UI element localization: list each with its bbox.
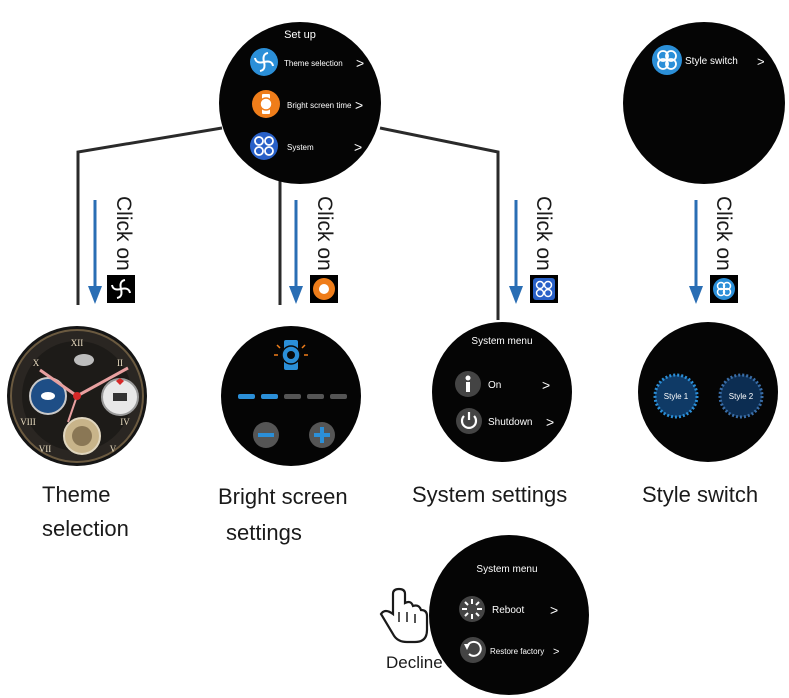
- chevron-right-icon: >: [356, 55, 364, 71]
- menu-item-shutdown[interactable]: Shutdown >: [456, 408, 554, 434]
- fan-icon: [107, 275, 135, 303]
- caption-system: System settings: [412, 482, 567, 507]
- brightness-level-bar[interactable]: [238, 394, 347, 399]
- circles-icon: [710, 275, 738, 303]
- captions: Theme selection Bright screen settings S…: [42, 482, 758, 545]
- chevron-right-icon: >: [542, 377, 550, 393]
- top-watch: Set up Theme selection > Bright screen t…: [219, 22, 381, 184]
- svg-text:XII: XII: [71, 338, 84, 348]
- click-on-label: Click on: [112, 196, 135, 271]
- click-arrows: Click on Click on Click on: [88, 196, 738, 304]
- menu-item-restore-factory[interactable]: Restore factory >: [460, 637, 559, 663]
- style-1-label: Style 1: [664, 392, 689, 401]
- menu-item-label: Bright screen time: [287, 101, 352, 110]
- menu-item-label: Theme selection: [284, 59, 343, 68]
- increase-button[interactable]: [309, 422, 335, 448]
- menu-item-theme-selection[interactable]: Theme selection >: [250, 48, 364, 76]
- menu-item-label: Style switch: [685, 56, 738, 67]
- menu-item-label: System: [287, 143, 314, 152]
- system-settings-watch: System menu On > Shutdown >: [432, 322, 572, 462]
- click-on-label: Click on: [712, 196, 735, 271]
- caption-bright-line2: settings: [226, 520, 302, 545]
- butterfly-icon: [530, 275, 558, 303]
- chevron-right-icon: >: [757, 54, 765, 69]
- menu-item-bright-screen-time[interactable]: Bright screen time >: [252, 90, 363, 118]
- arrow-down-icon: [509, 200, 523, 304]
- menu-item-style-switch[interactable]: Style switch >: [652, 45, 765, 75]
- click-on-label: Click on: [532, 196, 555, 271]
- connector-lines: [76, 126, 500, 320]
- style-2-button[interactable]: Style 2: [718, 373, 764, 419]
- svg-text:II: II: [117, 358, 123, 368]
- menu-item-label: On: [488, 380, 501, 391]
- click-on-label: Click on: [313, 196, 336, 271]
- svg-text:V: V: [110, 444, 117, 454]
- caption-theme-line1: Theme: [42, 482, 110, 507]
- arrow-down-icon: [689, 200, 703, 304]
- menu-item-system[interactable]: System >: [250, 132, 362, 160]
- system-menu-title: System menu: [471, 336, 532, 347]
- bottom-system-watch: System menu Reboot > Restore factory >: [429, 535, 589, 695]
- bright-screen-watch[interactable]: [221, 326, 361, 466]
- chevron-right-icon: >: [553, 646, 559, 658]
- svg-text:VIII: VIII: [20, 417, 36, 427]
- top-watch-title: Set up: [284, 29, 316, 41]
- chevron-right-icon: >: [546, 414, 554, 430]
- caption-theme-line2: selection: [42, 516, 129, 541]
- svg-text:IV: IV: [120, 417, 130, 427]
- menu-item-label: Reboot: [492, 605, 524, 616]
- menu-item-reboot[interactable]: Reboot >: [459, 596, 558, 622]
- menu-item-label: Restore factory: [490, 647, 544, 656]
- system-menu-title: System menu: [476, 564, 537, 575]
- style-switch-watch: Style 1 Style 2: [638, 322, 778, 462]
- arrow-down-icon: [289, 200, 303, 304]
- caption-style: Style switch: [642, 482, 758, 507]
- style-switch-top-watch: Style switch >: [623, 22, 785, 184]
- arrow-down-icon: [88, 200, 102, 304]
- decrease-button[interactable]: [253, 422, 279, 448]
- hand-pointer-icon: [379, 587, 429, 644]
- watch-icon: [310, 275, 338, 303]
- svg-text:VII: VII: [39, 444, 52, 454]
- chevron-right-icon: >: [354, 139, 362, 155]
- caption-bright-line1: Bright screen: [218, 484, 348, 509]
- brightness-watch-icon: [274, 340, 308, 370]
- style-2-label: Style 2: [729, 392, 754, 401]
- menu-item-label: Shutdown: [488, 417, 532, 428]
- svg-text:X: X: [33, 358, 40, 368]
- chevron-right-icon: >: [550, 602, 558, 618]
- power-icon: [456, 408, 482, 434]
- decline-label: Decline: [386, 653, 443, 672]
- butterfly-icon: [250, 132, 278, 160]
- menu-item-on[interactable]: On >: [455, 371, 550, 397]
- style-1-button[interactable]: Style 1: [653, 373, 699, 419]
- chevron-right-icon: >: [355, 97, 363, 113]
